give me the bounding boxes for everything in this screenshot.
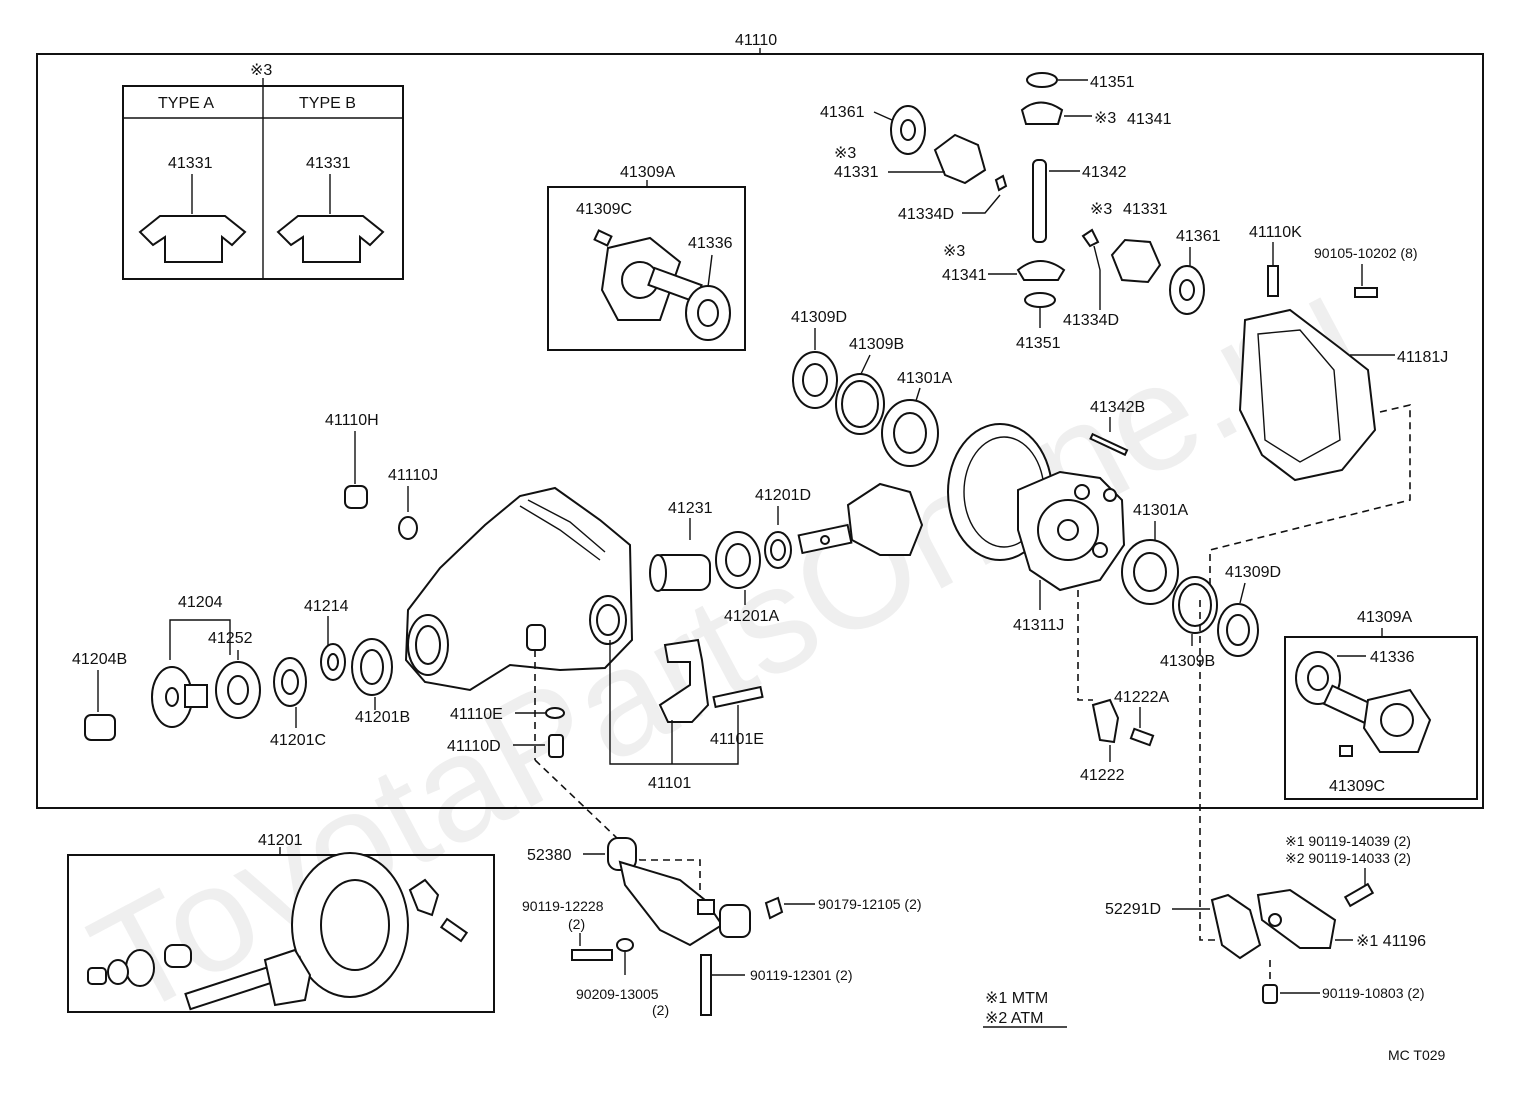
p90119-12228-label[interactable]: 90119-12228 (522, 898, 604, 914)
p90119-10803-label[interactable]: 90119-10803 (2) (1322, 985, 1424, 1001)
diagram-code: MC T029 (1388, 1047, 1446, 1063)
legend-mtm: ※1 MTM (985, 990, 1048, 1007)
carrier-housing-body (404, 486, 634, 692)
differential-case: 41342B 41311J (947, 399, 1145, 701)
p41101E-label[interactable]: 41101E (710, 731, 764, 748)
p41201B-label[interactable]: 41201B (355, 709, 410, 726)
inset-top-title[interactable]: 41309A (620, 164, 675, 181)
side-gear-right-mark: ※3 (1090, 201, 1112, 218)
ring-set-title[interactable]: 41201 (258, 832, 303, 849)
p41204B-label[interactable]: 41204B (72, 651, 127, 668)
mount-bracket-group: 52380 90119-12228 (2) 90209-13005 (2) 90… (522, 837, 1067, 1028)
p90105-label[interactable]: 90105-10202 (8) (1314, 245, 1418, 261)
p41201D-label[interactable]: 41201D (755, 487, 811, 504)
side-gear-left-mark: ※3 (834, 145, 856, 162)
p41101-label[interactable]: 41101 (648, 775, 691, 792)
inset-41309A-right: 41309A 41336 41309C (1284, 609, 1478, 800)
type-b-part[interactable]: 41331 (306, 155, 351, 172)
p41110E-label[interactable]: 41110E (450, 706, 503, 723)
p41222-label[interactable]: 41222 (1080, 767, 1125, 784)
clip-right-label[interactable]: 41334D (1063, 312, 1119, 329)
frame-label: 41110 (735, 32, 777, 49)
shaft-label[interactable]: 41342 (1082, 164, 1127, 181)
p41214-label[interactable]: 41214 (304, 598, 349, 615)
p41252-label[interactable]: 41252 (208, 630, 253, 647)
pinion-top-mark: ※3 (1094, 110, 1116, 127)
washer-top-label[interactable]: 41351 (1090, 74, 1135, 91)
clip-left-label[interactable]: 41334D (898, 206, 954, 223)
inset-right-bearing[interactable]: 41336 (1370, 649, 1415, 666)
p90209-qty: (2) (652, 1002, 669, 1018)
bracket-right-group: 52291D ※1 90119-14039 (2) ※2 90119-14033… (1105, 600, 1446, 1063)
p41110H-label[interactable]: 41110H (325, 412, 379, 429)
carrier-cover-group: 41110K 90105-10202 (8) 41181J (1209, 224, 1448, 600)
type-a-label: TYPE A (158, 95, 214, 112)
bolt-mtm-label[interactable]: ※1 90119-14039 (2) (1285, 833, 1411, 849)
type-inset: ※3 TYPE A TYPE B 41331 41331 (122, 62, 404, 280)
p41196-label[interactable]: ※1 41196 (1356, 933, 1426, 950)
p41204-label[interactable]: 41204 (178, 594, 223, 611)
p41311J-label[interactable]: 41311J (1013, 617, 1064, 634)
p90119-12228-qty: (2) (568, 916, 585, 932)
pinion-bottom-label[interactable]: 41341 (942, 267, 987, 284)
legend-atm: ※2 ATM (985, 1010, 1043, 1027)
p41309B-a-label[interactable]: 41309B (849, 336, 904, 353)
inset-top-bolt[interactable]: 41309C (576, 201, 632, 218)
side-gear-type-a (138, 215, 247, 263)
p52291D-label[interactable]: 52291D (1105, 901, 1161, 918)
p41342B-label[interactable]: 41342B (1090, 399, 1145, 416)
pinion-bottom-mark: ※3 (943, 243, 965, 260)
p41309D-b-label[interactable]: 41309D (1225, 564, 1281, 581)
inset-right-title[interactable]: 41309A (1357, 609, 1412, 626)
ring-pinion-set: 41201 (67, 832, 495, 1013)
p41222A-label[interactable]: 41222A (1114, 689, 1169, 706)
inset-top-bearing[interactable]: 41336 (688, 235, 733, 252)
p41231-label[interactable]: 41231 (668, 500, 713, 517)
p41301A-a-label[interactable]: 41301A (897, 370, 952, 387)
p41181J-label[interactable]: 41181J (1397, 349, 1448, 366)
carrier-cover (1238, 308, 1377, 482)
pinion-top-label[interactable]: 41341 (1127, 111, 1172, 128)
inset-right-bolt[interactable]: 41309C (1329, 778, 1385, 795)
diff-internal: 41351 ※3 41341 41361 ※3 41331 41342 4133… (820, 72, 1221, 352)
p41201A-label[interactable]: 41201A (724, 608, 779, 625)
bearing-group-upper: 41309D 41309B 41301A (791, 309, 952, 467)
bolt-atm-label[interactable]: ※2 90119-14033 (2) (1285, 850, 1411, 866)
type-b-label: TYPE B (299, 95, 356, 112)
p90179-label[interactable]: 90179-12105 (2) (818, 896, 922, 912)
side-gear-left-label[interactable]: 41331 (834, 164, 879, 181)
inset-41309A-top: 41309A 41309C 41336 (547, 164, 746, 351)
housing-parts: 41110H 41110J 41204 41252 41204B 41214 4… (72, 412, 764, 905)
type-mark: ※3 (250, 62, 272, 79)
bearing-group-right: 41301A 41309B 41309D 41222A 41222 (1080, 502, 1281, 784)
p90119-12301-label[interactable]: 90119-12301 (2) (750, 967, 852, 983)
side-gear-right-label[interactable]: 41331 (1123, 201, 1168, 218)
p52380-label[interactable]: 52380 (527, 847, 572, 864)
washer-right-label[interactable]: 41361 (1176, 228, 1221, 245)
type-a-part[interactable]: 41331 (168, 155, 213, 172)
p41201C-label[interactable]: 41201C (270, 732, 326, 749)
p41309B-b-label[interactable]: 41309B (1160, 653, 1215, 670)
p90209-label[interactable]: 90209-13005 (576, 986, 659, 1002)
washer-left-label[interactable]: 41361 (820, 104, 865, 121)
p41110D-label[interactable]: 41110D (447, 738, 501, 755)
p41309D-a-label[interactable]: 41309D (791, 309, 847, 326)
p41301A-b-label[interactable]: 41301A (1133, 502, 1188, 519)
carrier-housing (404, 486, 634, 692)
washer-bottom-label[interactable]: 41351 (1016, 335, 1061, 352)
side-gear-type-b (276, 215, 385, 263)
p41110K-label[interactable]: 41110K (1249, 224, 1302, 241)
pinion-group: 41201D 41231 41201A (649, 482, 924, 625)
p41110J-label[interactable]: 41110J (388, 467, 438, 484)
